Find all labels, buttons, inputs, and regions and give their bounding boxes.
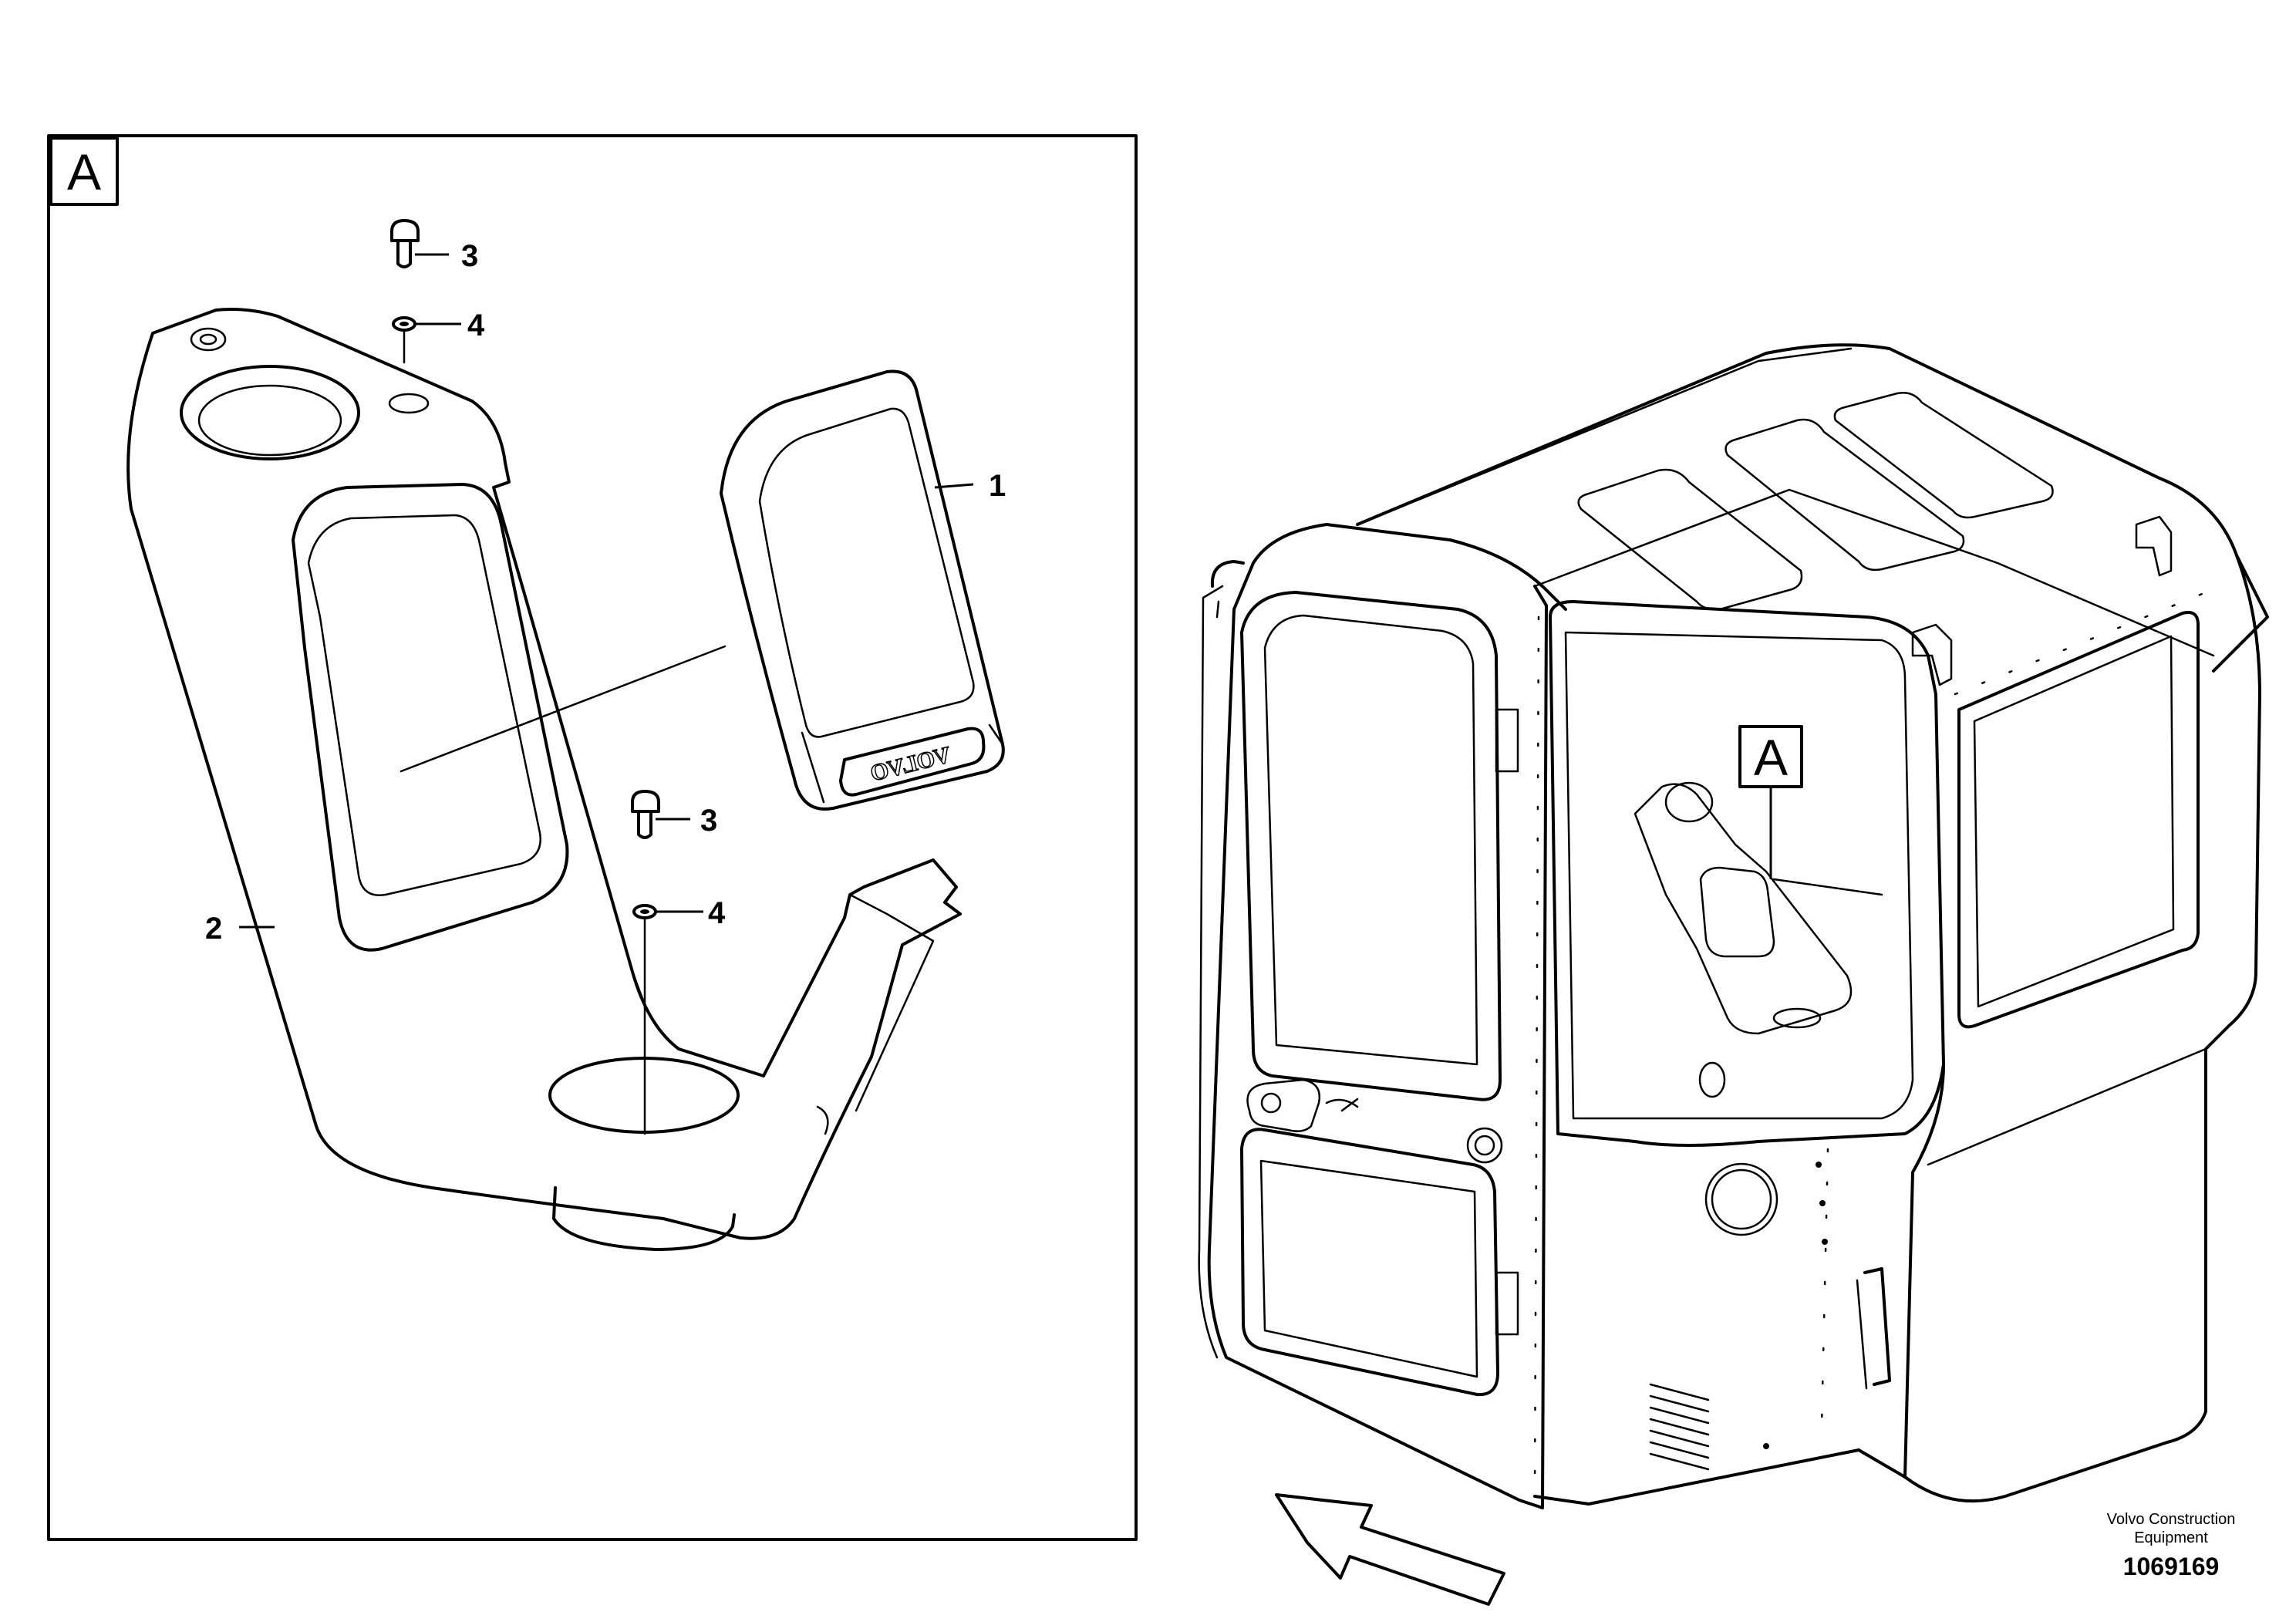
bolt-3-lower [631, 790, 660, 839]
credit-line-2: Equipment [2134, 1529, 2208, 1546]
bolt-3-upper [390, 219, 420, 268]
assembly-lines [400, 330, 727, 1135]
cab-marker-label: A [1754, 729, 1788, 786]
rivet-column [1533, 585, 2223, 1498]
detail-frame: A [47, 134, 1138, 1541]
vent-louvers [1649, 1383, 1710, 1471]
callout-4-lower: 4 [708, 896, 726, 930]
detail-frame-label: A [67, 143, 101, 201]
operator-cab [1198, 343, 2269, 1509]
washer-4-upper [392, 316, 416, 332]
leader-lines [239, 253, 974, 929]
view-direction-arrow-icon [1275, 1493, 1505, 1606]
callout-3-lower: 3 [700, 804, 717, 838]
cab-detail-marker: A [1738, 725, 1803, 879]
drawing-number: 1069169 [2123, 1553, 2220, 1580]
washer-4-lower [632, 904, 657, 919]
title-block: Volvo Construction Equipment 1069169 [2107, 1511, 2236, 1580]
credit-line-1: Volvo Construction [2107, 1511, 2236, 1528]
console-housing [126, 308, 962, 1251]
monitor: VOLVO [720, 369, 1005, 811]
callout-3-upper: 3 [461, 239, 478, 273]
callout-4-upper: 4 [467, 309, 485, 342]
callout-2: 2 [205, 912, 222, 946]
callout-1: 1 [989, 469, 1006, 503]
